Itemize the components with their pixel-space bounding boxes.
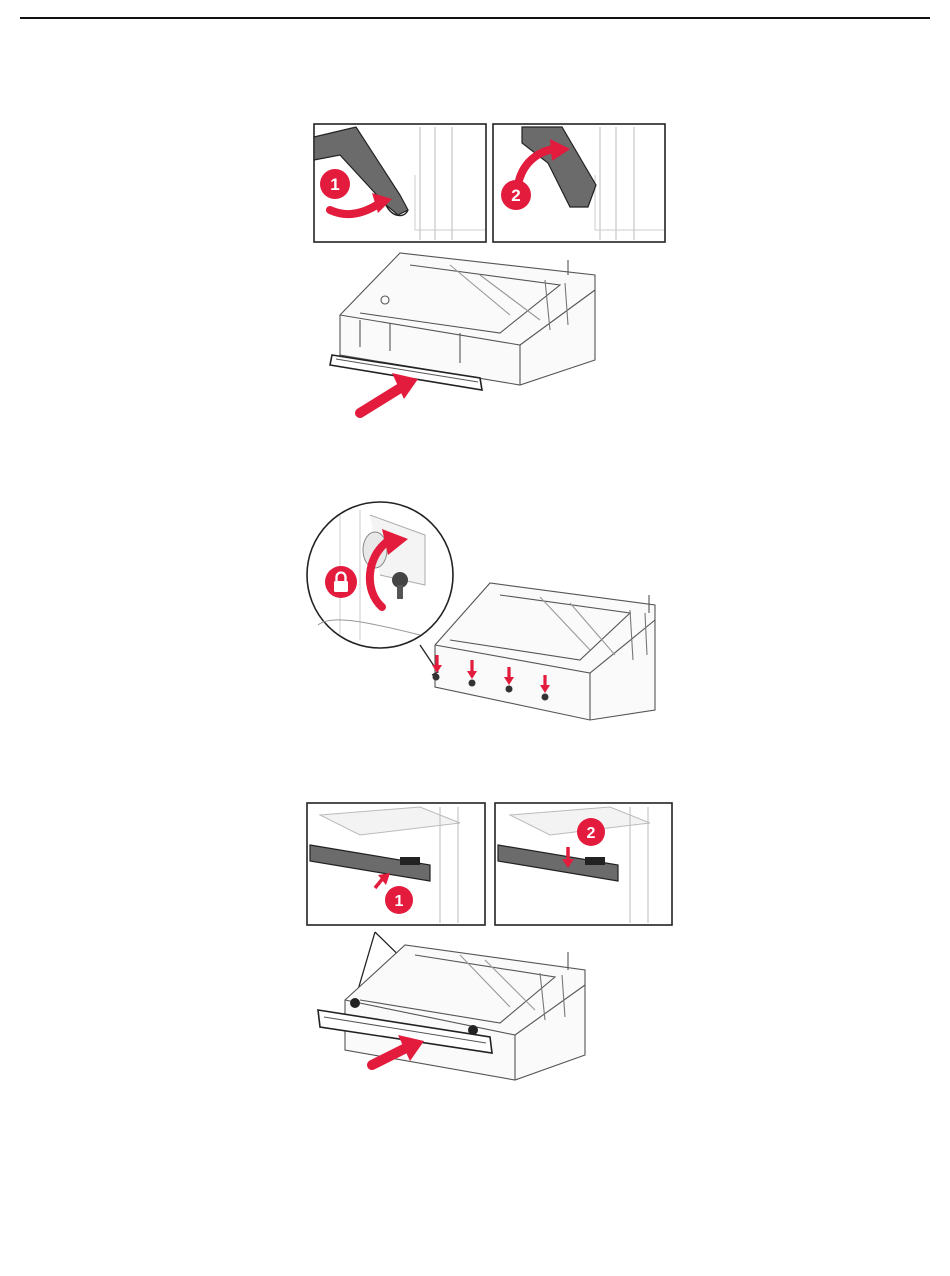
step-1-label-fig3: 1 [395, 893, 404, 910]
header-rule [20, 17, 930, 19]
step-2-label-fig3: 2 [587, 825, 596, 842]
figure-1-remove-bracket: 1 2 [300, 115, 680, 425]
step-2-label: 2 [511, 186, 520, 205]
step-1-badge-fig3: 1 [385, 886, 413, 914]
figure-2-tighten-screws [300, 495, 690, 725]
step-1-badge: 1 [320, 169, 350, 199]
step-1-label: 1 [330, 175, 339, 194]
step-2-badge-fig3: 2 [577, 818, 605, 846]
red-straight-arrow [360, 387, 402, 413]
step-2-badge: 2 [501, 180, 531, 210]
lock-badge [325, 566, 357, 598]
figure-3-attach-bracket: 1 2 [300, 795, 685, 1085]
